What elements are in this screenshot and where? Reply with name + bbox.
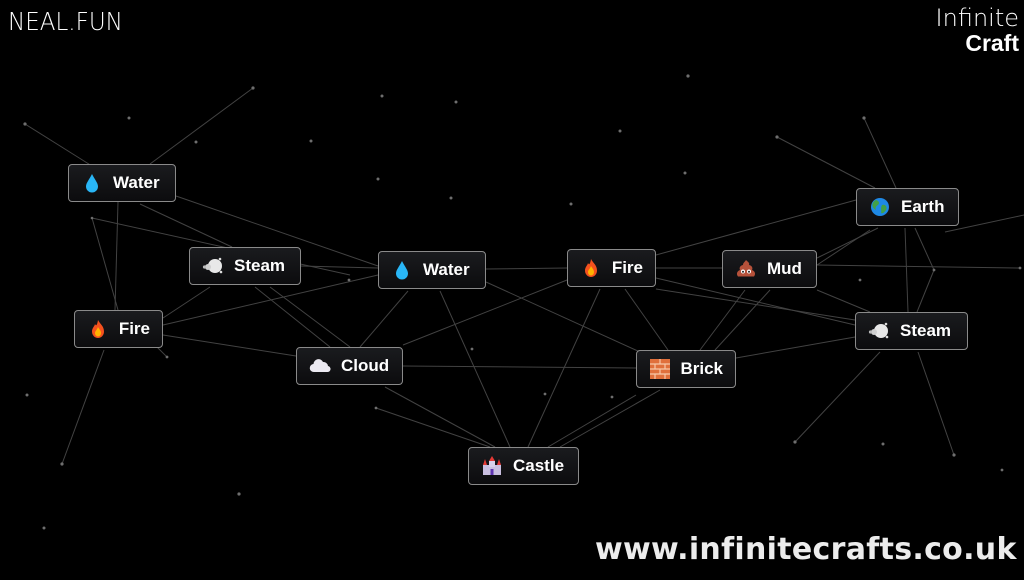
earth-globe-icon	[869, 196, 891, 218]
element-fire[interactable]: Fire	[567, 249, 656, 287]
element-steam[interactable]: Steam	[855, 312, 968, 350]
castle-icon	[481, 455, 503, 477]
element-label: Water	[423, 260, 470, 279]
logo-line-infinite: Infinite	[935, 4, 1019, 32]
element-label: Water	[113, 173, 160, 192]
element-fire[interactable]: Fire	[74, 310, 163, 348]
water-drop-icon	[391, 259, 413, 281]
element-mud[interactable]: Mud	[722, 250, 817, 288]
infinite-craft-logo: Infinite Craft	[936, 6, 1019, 55]
fire-icon	[87, 318, 109, 340]
logo-line-craft: Craft	[965, 30, 1019, 56]
element-label: Steam	[234, 256, 286, 275]
element-label: Fire	[118, 319, 150, 338]
steam-icon	[868, 320, 890, 342]
element-label: Steam	[900, 321, 952, 340]
water-drop-icon	[81, 172, 103, 194]
element-brick[interactable]: Brick	[636, 350, 736, 388]
element-steam[interactable]: Steam	[189, 247, 301, 285]
element-water[interactable]: Water	[378, 251, 486, 289]
element-label: Mud	[767, 259, 802, 278]
brick-icon	[649, 358, 670, 380]
element-label: Earth	[901, 197, 945, 216]
element-label: Castle	[513, 456, 565, 475]
mud-icon	[735, 258, 757, 280]
neal-fun-logo[interactable]: NEAL.FUN	[8, 7, 123, 36]
element-water[interactable]: Water	[68, 164, 176, 202]
element-label: Fire	[611, 258, 643, 277]
cloud-icon	[309, 355, 331, 377]
element-cloud[interactable]: Cloud	[296, 347, 403, 385]
fire-icon	[580, 257, 602, 279]
site-watermark: www.infinitecrafts.co.uk	[595, 532, 1017, 567]
element-castle[interactable]: Castle	[468, 447, 579, 485]
element-label: Cloud	[341, 356, 390, 375]
element-earth[interactable]: Earth	[856, 188, 959, 226]
steam-icon	[202, 255, 224, 277]
element-label: Brick	[680, 359, 723, 378]
